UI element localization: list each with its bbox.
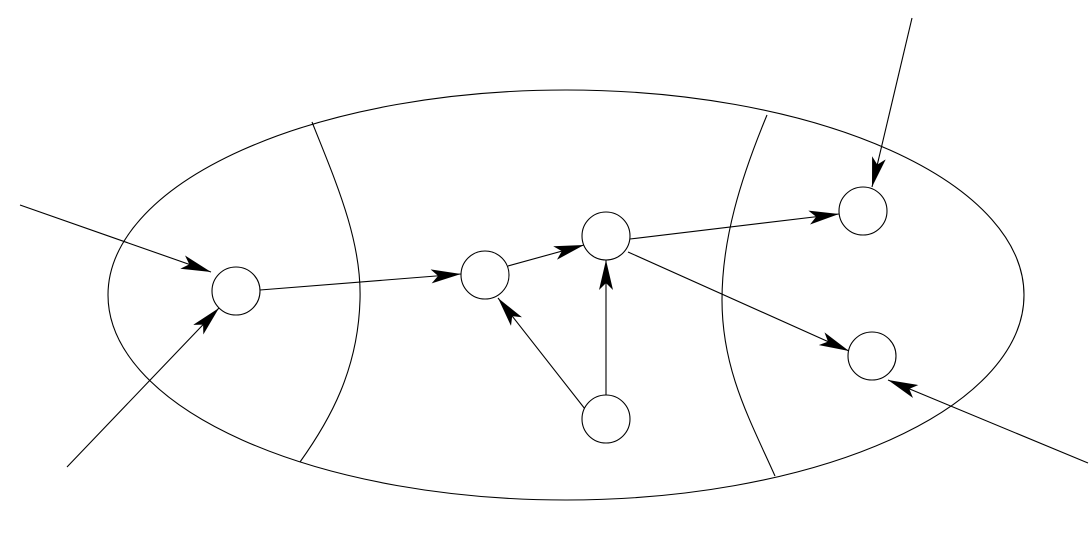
edge-c-to-d [629,210,840,240]
nodes [211,186,897,444]
node-c [581,211,631,261]
edges [19,17,1089,468]
node-e [847,331,897,381]
edge-external-to-d [871,17,913,188]
edge-external-to-a-bottom [66,307,220,468]
left-partition-curve [299,121,361,463]
edge-external-to-a-top [19,204,212,273]
node-d [838,186,888,236]
outer-ellipse [107,89,1025,501]
node-a [211,266,261,316]
edge-b-to-c [507,244,585,267]
node-f [581,394,631,444]
edge-f-to-b [497,297,586,410]
edge-external-to-e [887,379,1089,464]
edge-c-to-e [627,251,850,352]
edge-a-to-b [259,269,462,291]
node-b [460,250,510,300]
right-partition-curve [721,114,776,477]
